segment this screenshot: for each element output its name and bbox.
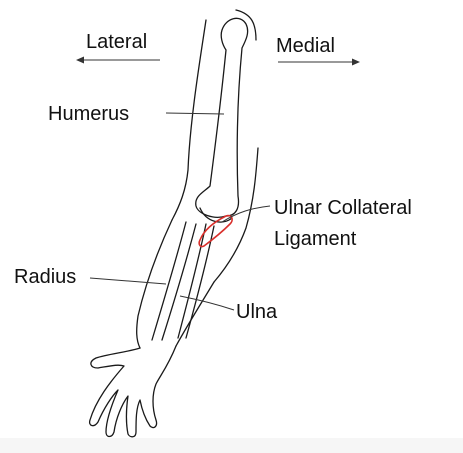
hand-outline: [90, 346, 176, 437]
humerus-leader: [166, 113, 224, 114]
ulna-label: Ulna: [236, 301, 278, 323]
ulna-leader: [180, 296, 234, 310]
radius-label: Radius: [14, 266, 76, 288]
lateral-arrow-icon: [76, 57, 160, 64]
medial-label: Medial: [276, 35, 335, 57]
bottom-band: [0, 438, 463, 453]
medial-arrow-icon: [278, 59, 360, 66]
upper-arm-outline: [172, 20, 206, 220]
humerus-label: Humerus: [48, 103, 129, 125]
humerus-bone: [196, 18, 248, 217]
lateral-label: Lateral: [86, 31, 147, 53]
forearm-lateral-outline: [137, 220, 172, 348]
radius-bone: [152, 222, 186, 340]
ulnar-collateral-ligament-label-line1: Ulnar Collateral: [274, 197, 412, 219]
radius-leader: [90, 278, 166, 284]
forearm-medial-outline: [176, 282, 214, 346]
arm-outline: [90, 10, 258, 437]
ulnar-collateral-ligament-label-line2: Ligament: [274, 228, 357, 250]
